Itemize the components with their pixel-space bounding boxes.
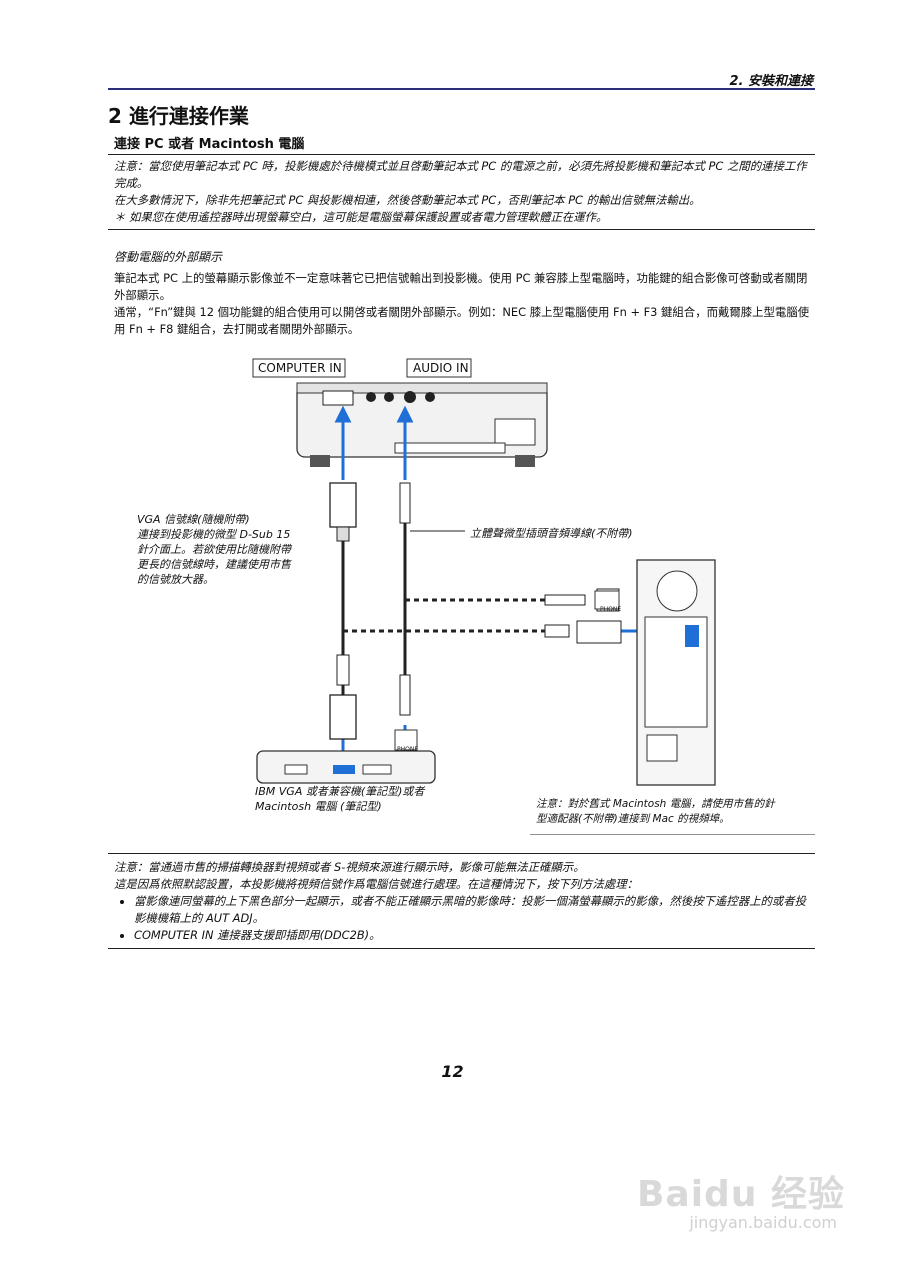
subtitle: 連接 PC 或者 Macintosh 電腦 (114, 137, 305, 152)
desktop-pc-illustration (636, 559, 716, 786)
note-bullet: 當影像連同螢幕的上下黑色部分一起顯示，或者不能正確顯示黑暗的影像時：投影一個滿螢… (134, 893, 814, 927)
page-title: 2 進行連接作業 (108, 104, 249, 128)
note-line: 在大多數情況下，除非先把筆記式 PC 與投影機相連，然後啓動筆記本式 PC，否則… (114, 193, 701, 207)
note-block-top: 注意：當您使用筆記本式 PC 時，投影機處於待機模式並且啓動筆記本式 PC 的電… (114, 158, 814, 226)
section-header: 2. 安裝和連接 (729, 74, 813, 89)
desktop-phone-jack (594, 590, 620, 610)
audio-cable-label: 立體聲微型插頭音頻導線(不附帶) (470, 527, 633, 540)
vga-cable-label: VGA 信號線(隨機附帶) 連接到投影機的微型 D-Sub 15 針介面上。若欲… (137, 513, 291, 586)
note-bullet: COMPUTER IN 連接器支援即插即用(DDC2B)。 (134, 927, 814, 944)
computer-in-label: COMPUTER IN (258, 361, 342, 375)
audio-cable (399, 482, 411, 716)
note-line: 注意：當通過市售的掃描轉換器對視頻或者 S-視頻來源進行顯示時，影像可能無法正確… (114, 860, 585, 874)
mac-note: 注意：對於舊式 Macintosh 電腦，請使用市售的針 型適配器(不附帶)連接… (536, 798, 775, 825)
audio-in-box (406, 358, 472, 378)
paragraph: 筆記本式 PC 上的螢幕顯示影像並不一定意味著它已把信號輸出到投影機。使用 PC… (114, 271, 808, 302)
note-line: 注意：當您使用筆記本式 PC 時，投影機處於待機模式並且啓動筆記本式 PC 的電… (114, 159, 807, 190)
notebook-phone-label: PHONE (397, 746, 419, 753)
notebook-phone-jack (394, 729, 418, 751)
connection-arrows (334, 405, 687, 779)
notebook-label: IBM VGA 或者兼容機(筆記型)或者 Macintosh 電腦 (筆記型) (255, 785, 425, 813)
note-top-rule (108, 154, 815, 155)
note-block-bottom: 注意：當通過市售的掃描轉換器對視頻或者 S-視頻來源進行顯示時，影像可能無法正確… (114, 859, 814, 944)
watermark-url: jingyan.baidu.com (689, 1213, 837, 1232)
note-bottom-end-rule (108, 948, 815, 949)
desktop-dashed-links (343, 598, 545, 633)
note-bullets: 當影像連同螢幕的上下黑色部分一起顯示，或者不能正確顯示黑暗的影像時：投影一個滿螢… (114, 893, 814, 944)
projector-illustration (296, 382, 548, 467)
page-number: 12 (441, 1062, 464, 1081)
vga-cable (329, 482, 357, 740)
notebook-illustration (256, 750, 436, 784)
computer-in-box (252, 358, 346, 378)
desktop-phone-label: PHONE (600, 606, 622, 613)
note-line: ＊ 如果您在使用遙控器時出現螢幕空白，這可能是電腦螢幕保護設置或者電力管理軟體正… (114, 210, 608, 224)
paragraph: 通常，“Fn”鍵與 12 個功能鍵的組合使用可以開啓或者關閉外部顯示。例如：NE… (114, 305, 810, 336)
audio-in-label: AUDIO IN (413, 361, 469, 375)
connection-diagram (252, 358, 815, 835)
note-line: 這是因爲依照默認設置，本投影機將視頻信號作爲電腦信號進行處理。在這種情況下，按下… (114, 877, 638, 891)
note-bottom-top-rule (108, 853, 815, 854)
body-text: 筆記本式 PC 上的螢幕顯示影像並不一定意味著它已把信號輸出到投影機。使用 PC… (114, 270, 814, 338)
note-bottom-rule (108, 229, 815, 230)
section-heading: 啓動電腦的外部顯示 (114, 250, 223, 264)
header-rule (108, 88, 815, 90)
watermark-logo: Baidu 经验 (636, 1174, 845, 1215)
